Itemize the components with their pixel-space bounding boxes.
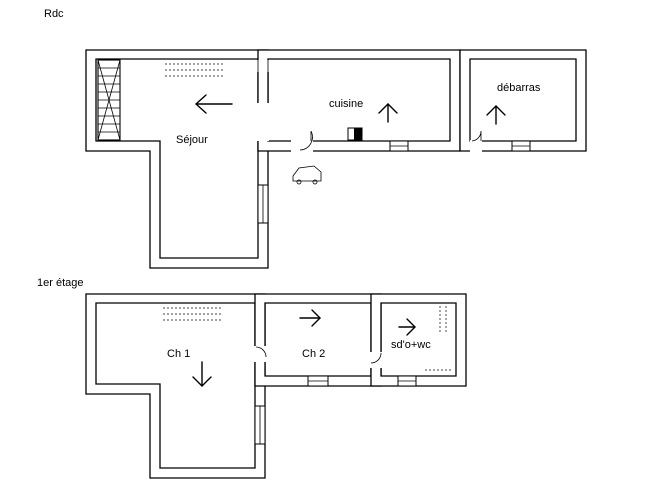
ground-floor-title: Rdc <box>44 8 64 20</box>
cuisine-arrow-up-icon <box>378 103 398 123</box>
car-icon <box>292 165 322 185</box>
cuisine-window <box>389 140 409 152</box>
ground-floor-plan: Séjour cuisine débarras <box>85 49 587 269</box>
sdo-window <box>397 375 417 387</box>
room-label-sdo: sd'o+wc <box>391 339 431 351</box>
ch2-walls <box>254 293 382 387</box>
ch1-window <box>254 405 266 445</box>
ch2-arrow-right-icon <box>299 309 321 327</box>
debarras-window <box>511 140 531 152</box>
debarras-walls <box>459 49 587 152</box>
sejour-cuisine-opening-top <box>257 60 269 72</box>
room-label-ch2: Ch 2 <box>302 348 325 360</box>
ch2-window <box>307 375 329 387</box>
sdo-arrow-right-icon <box>398 318 416 336</box>
debarras-entry-door <box>470 130 482 152</box>
sejour-dimension-marks <box>165 63 225 77</box>
ch1-ch2-door <box>254 346 267 362</box>
debarras-arrow-up-icon <box>486 105 506 125</box>
cuisine-entry-door <box>291 130 313 152</box>
cooker-icon <box>347 127 363 141</box>
sejour-cuisine-opening <box>257 103 269 141</box>
ch1-walls <box>85 293 266 479</box>
sejour-arrow-left-icon <box>195 94 233 114</box>
sejour-window <box>257 184 269 224</box>
room-label-sejour: Séjour <box>176 134 208 146</box>
room-label-debarras: débarras <box>497 82 541 94</box>
first-floor-plan: Ch 1 Ch 2 sd'o+wc <box>85 293 467 479</box>
first-floor-title: 1er étage <box>37 277 83 289</box>
room-label-ch1: Ch 1 <box>167 348 190 360</box>
ch2-sdo-door <box>370 352 382 368</box>
sdo-fixture-marks <box>425 306 452 371</box>
ch1-dimension-marks <box>163 307 222 321</box>
room-label-cuisine: cuisine <box>329 98 363 110</box>
ch1-arrow-down-icon <box>192 361 212 387</box>
staircase <box>97 59 121 141</box>
